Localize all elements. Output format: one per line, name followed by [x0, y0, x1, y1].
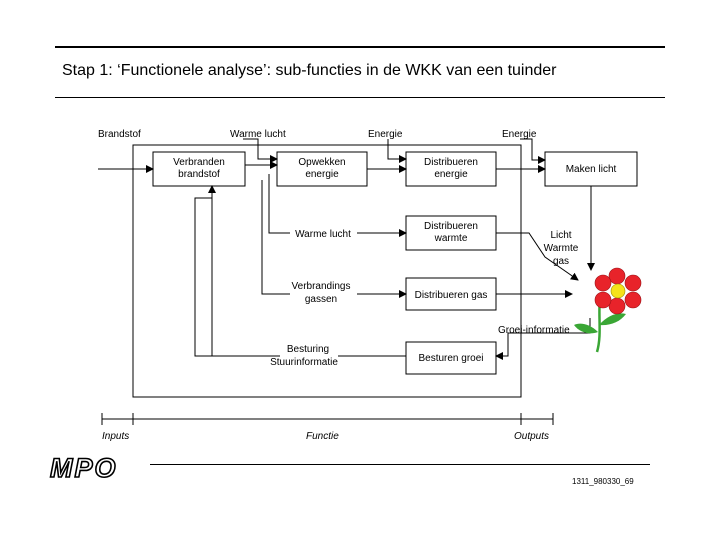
box-distribueren-gas: Distribueren gas [405, 277, 497, 311]
top-rule [55, 46, 665, 48]
label-stuurinformatie: Stuurinformatie [270, 357, 338, 368]
box-verbranden-brandstof: Verbranden brandstof [152, 151, 246, 187]
label-gassen: gassen [305, 294, 337, 305]
svg-text:Opwekken: Opwekken [298, 157, 345, 168]
footer-code: 1311_980330_69 [572, 477, 634, 486]
svg-text:Maken licht: Maken licht [566, 164, 617, 175]
label-besturing: Besturing [287, 344, 329, 355]
footer-rule [150, 464, 650, 465]
input-brandstof-label: Brandstof [98, 129, 141, 140]
svg-text:Besturen groei: Besturen groei [418, 353, 483, 364]
label-gas: gas [553, 256, 569, 267]
svg-text:energie: energie [434, 169, 468, 180]
svg-text:energie: energie [305, 169, 339, 180]
svg-text:Distribueren gas: Distribueren gas [415, 290, 488, 301]
svg-text:MPO: MPO [50, 453, 118, 482]
label-outputs: Outputs [514, 431, 549, 442]
label-functie: Functie [306, 431, 339, 442]
box-distribueren-warmte: Distribueren warmte [405, 215, 497, 251]
label-verbrandings: Verbrandings [292, 281, 351, 292]
svg-text:brandstof: brandstof [178, 169, 220, 180]
box-opwekken-energie: Opwekken energie [276, 151, 368, 187]
box-besturen-groei: Besturen groei [405, 341, 497, 375]
label-licht: Licht [550, 230, 571, 241]
io-bracket [101, 413, 554, 425]
input-warme-lucht-label: Warme lucht [230, 129, 286, 140]
input-energie-label-2: Energie [502, 129, 537, 140]
box-maken-licht: Maken licht [544, 151, 638, 187]
page-title: Stap 1: ‘Functionele analyse’: sub-funct… [62, 62, 557, 79]
title-underline [55, 97, 665, 98]
svg-text:Distribueren: Distribueren [424, 221, 478, 232]
input-energie-label: Energie [368, 129, 403, 140]
system-boundary [132, 144, 522, 398]
svg-text:warmte: warmte [434, 233, 468, 244]
box-distribueren-energie: Distribueren energie [405, 151, 497, 187]
flower-icon [574, 267, 642, 353]
label-warmte: Warmte [544, 243, 579, 254]
label-warme-lucht: Warme lucht [295, 229, 351, 240]
flow-connectors [98, 138, 595, 360]
label-inputs: Inputs [102, 431, 129, 442]
label-groei-informatie: Groei-informatie [498, 325, 570, 336]
svg-text:Verbranden: Verbranden [173, 157, 225, 168]
mpo-logo: MPO [49, 452, 118, 482]
svg-text:Distribueren: Distribueren [424, 157, 478, 168]
